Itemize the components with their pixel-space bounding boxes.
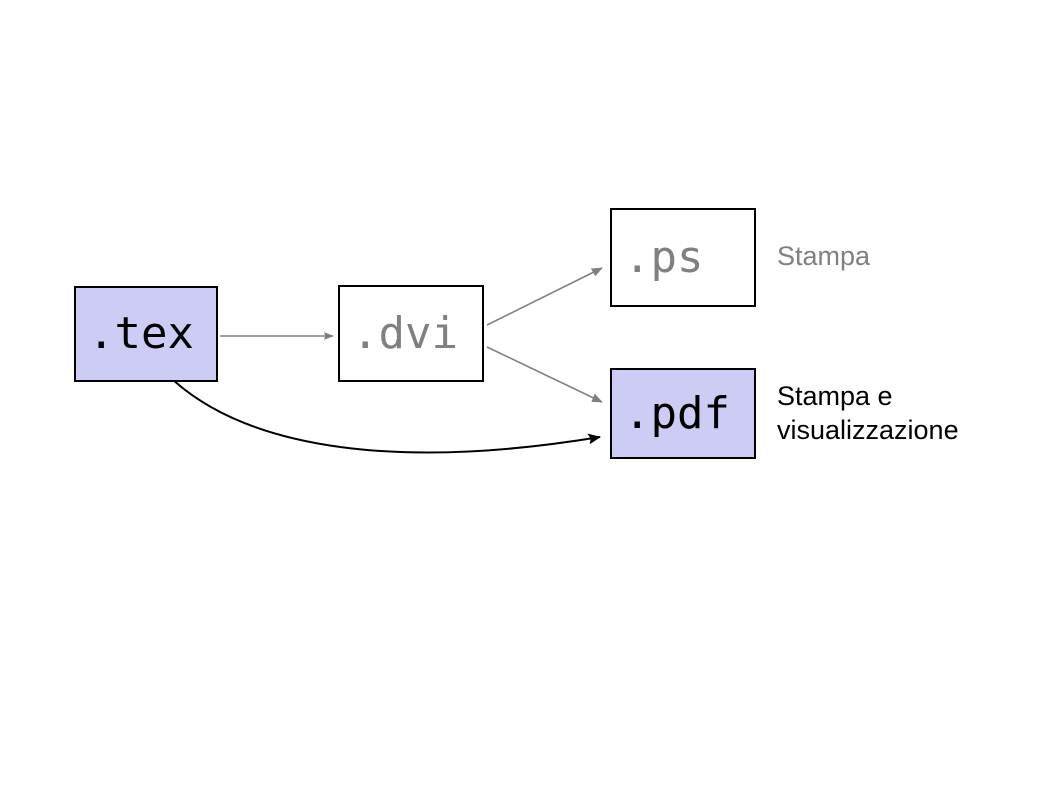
node-ps[interactable]: .ps xyxy=(610,208,756,307)
node-pdf[interactable]: .pdf xyxy=(610,368,756,459)
node-ps-label: .ps xyxy=(624,231,704,283)
annotation-pdf-note: Stampa e visualizzazione xyxy=(777,381,959,445)
node-dvi[interactable]: .dvi xyxy=(338,285,484,382)
node-pdf-label: .pdf xyxy=(624,387,730,439)
edge-dvi-to-pdf xyxy=(486,346,603,403)
edge-dvi-to-ps xyxy=(486,267,603,326)
edge-tex-to-pdf xyxy=(171,378,601,454)
node-dvi-label: .dvi xyxy=(352,307,458,359)
annotation-ps-note: Stampa xyxy=(777,241,871,271)
node-tex-label: .tex xyxy=(88,308,194,359)
node-tex[interactable]: .tex xyxy=(74,286,218,382)
